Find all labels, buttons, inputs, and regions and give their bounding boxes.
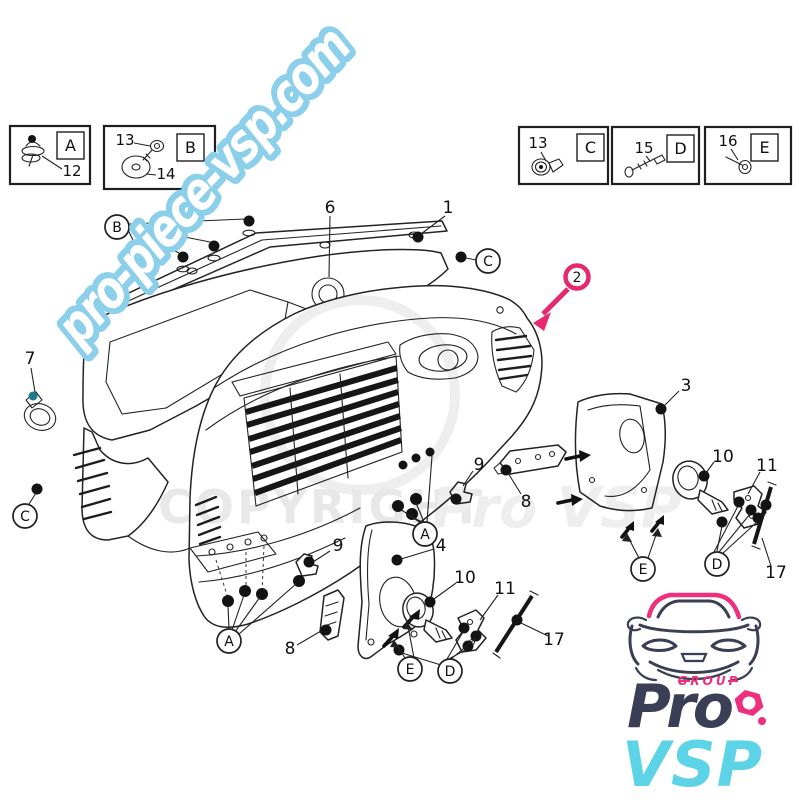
label-11-right: 11 [756, 456, 778, 476]
rivet-icon [531, 158, 564, 176]
outer-leg-ribs [194, 495, 222, 546]
legend-box-e: E 16 [703, 125, 793, 186]
callout-d-lower: D [445, 664, 456, 680]
part-8-upper-bracket [493, 444, 567, 475]
ghost-watermark-layer: COPYRIGHT Pro VSP [158, 295, 682, 541]
highlight-annotation: 2 [533, 263, 591, 331]
highlight-circle [563, 263, 591, 291]
label-3: 3 [681, 376, 692, 396]
clip-icon [21, 135, 45, 167]
callout-e-lower: E [406, 662, 415, 678]
highlight-arrowhead [533, 312, 551, 331]
ghost-logo-circle [260, 295, 460, 495]
logo-vsp-text: VSP [622, 728, 763, 800]
logo-group-label: GROUP [678, 674, 741, 688]
legend-d-letter: D [674, 139, 686, 158]
legend-b-part-top: 13 [115, 131, 134, 149]
grille [243, 355, 403, 507]
long-screw-icon [624, 154, 666, 178]
label-1: 1 [443, 198, 454, 218]
legend-box-d: D 15 [610, 125, 701, 186]
label-17-right: 17 [765, 563, 787, 583]
hex-nut-icon [734, 690, 766, 725]
b-screw-teal [144, 265, 156, 277]
legend-box-b: B 13 14 [102, 124, 217, 191]
legend-c-letter: C [585, 138, 596, 157]
callout-circles: B C C A A E D E D [12, 214, 730, 684]
label-6: 6 [325, 198, 336, 218]
callout-c-upper: C [483, 254, 493, 270]
part-10-lower-grommet [402, 592, 453, 643]
logo-pro-text: Pro [627, 672, 733, 742]
washer-icon [121, 155, 151, 179]
legend-b-letter: B [185, 138, 196, 157]
callout-a-lower: A [224, 634, 234, 650]
label-17-lower: 17 [543, 630, 565, 650]
callout-d-right: D [712, 557, 723, 573]
callout-a-upper: A [420, 527, 430, 543]
screw-arrows [382, 450, 664, 648]
clamp-bolt-teal [28, 391, 38, 401]
part-3-bracket [574, 392, 666, 512]
legend-box-a: A 12 [8, 124, 92, 186]
label-7: 7 [25, 349, 36, 369]
legend-c-part: 13 [528, 134, 547, 152]
ghost-brand-watermark: Pro VSP [432, 476, 682, 541]
part-7-clamp [23, 391, 57, 431]
legend-a-letter: A [65, 136, 76, 155]
lower-mount-bracket [189, 531, 277, 599]
legend-e-part: 16 [718, 132, 737, 150]
part-number-labels: 6 1 7 3 10 11 17 9 8 4 9 8 10 11 17 [25, 198, 787, 659]
label-10-right: 10 [712, 447, 734, 467]
b-screws [143, 215, 256, 287]
label-10-lower: 10 [454, 568, 476, 588]
leader-lines [28, 215, 772, 666]
legend-e-letter: E [759, 138, 769, 157]
provsp-logo: GROUP Pro VSP [622, 592, 766, 800]
legend-b-part-bottom: 14 [156, 165, 175, 183]
label-4: 4 [436, 536, 447, 556]
legend-d-part: 15 [634, 139, 653, 157]
inner-leg-ribs [72, 446, 113, 521]
label-9-lower: 9 [333, 536, 344, 556]
car-sketch-icon [626, 592, 762, 682]
side-vent [491, 326, 535, 393]
copyright-watermark: COPYRIGHT [158, 480, 485, 534]
label-8-upper: 8 [521, 492, 532, 512]
label-11-lower: 11 [494, 579, 516, 599]
callout-b: B [112, 220, 122, 236]
highlight-number: 2 [573, 270, 582, 286]
label-8-lower: 8 [285, 639, 296, 659]
callout-e-right: E [639, 562, 648, 578]
legend-a-part: 12 [62, 162, 81, 180]
hardware-dots [31, 231, 772, 656]
callout-c-left: C [20, 509, 30, 525]
legend-box-c: C 13 [517, 125, 610, 186]
label-9-upper: 9 [474, 455, 485, 475]
bolt-icon [725, 156, 752, 175]
